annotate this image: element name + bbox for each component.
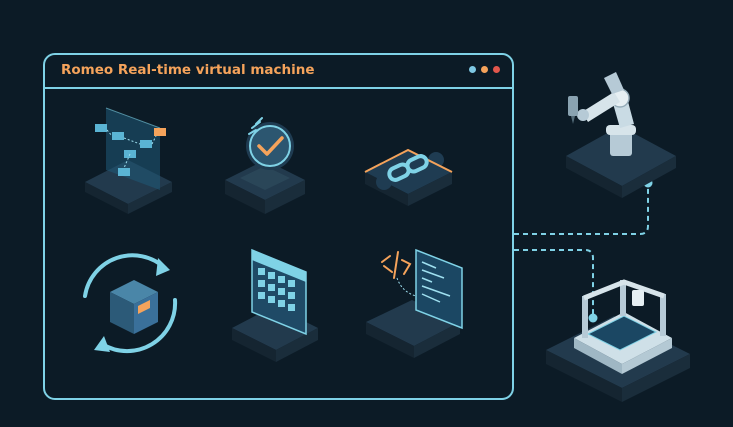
- connector-lines: [514, 183, 649, 318]
- check-timer-icon[interactable]: [225, 117, 305, 214]
- dot-orange[interactable]: [481, 66, 488, 73]
- dot-red[interactable]: [493, 66, 500, 73]
- sync-box-icon[interactable]: [83, 253, 178, 354]
- dot-blue[interactable]: [469, 66, 476, 73]
- connector-dot-bottom: [588, 313, 598, 323]
- window-controls: [469, 66, 500, 73]
- window-title: Romeo Real-time virtual machine: [61, 62, 315, 78]
- puzzle-link-icon[interactable]: [364, 148, 453, 206]
- robot-arm-icon[interactable]: [566, 72, 676, 198]
- 3d-printer-icon[interactable]: [546, 279, 690, 402]
- vm-window: Romeo Real-time virtual machine: [43, 53, 514, 400]
- workflow-diagram-icon[interactable]: [85, 107, 172, 214]
- code-laptop-icon[interactable]: [366, 248, 463, 358]
- calendar-cells: [258, 268, 295, 311]
- calendar-grid-icon[interactable]: [232, 248, 318, 362]
- code-lines: [421, 261, 451, 303]
- window-titlebar: Romeo Real-time virtual machine: [45, 55, 512, 89]
